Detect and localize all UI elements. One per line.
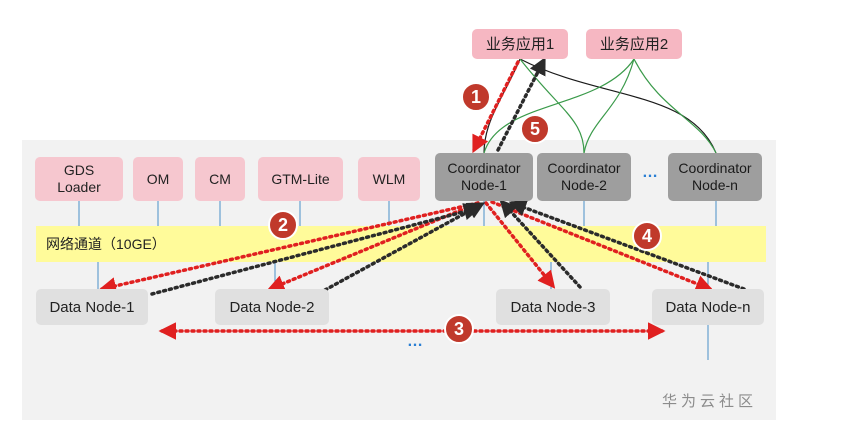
tool-gtm-lite: GTM-Lite [258, 157, 343, 201]
business-app-2: 业务应用2 [586, 29, 682, 59]
data-node-1: Data Node-1 [36, 289, 148, 325]
coordinator-node-2: Coordinator Node-2 [537, 153, 631, 201]
step-4-arrow-from-data-node-3 [499, 199, 582, 289]
data-node-3: Data Node-3 [496, 289, 610, 325]
network-channel-label: 网络通道（10GE） [46, 236, 166, 252]
tool-om: OM [133, 157, 183, 201]
step-1-request-arrow [472, 60, 520, 154]
step-badge-3: 3 [444, 314, 474, 344]
tool-cm: CM [195, 157, 245, 201]
app2-to-coordinator-2-line [583, 58, 635, 154]
data-node-ellipsis: … [407, 333, 424, 350]
tool-wlm: WLM [358, 157, 420, 201]
step-5-response-arrow [496, 56, 546, 152]
step-4-arrow-from-data-node-n [508, 199, 746, 291]
step-2-arrow-data-node-n [490, 200, 714, 292]
coordinator-node-1: Coordinator Node-1 [435, 153, 533, 201]
data-node-n: Data Node-n [652, 289, 764, 325]
business-app-1: 业务应用1 [472, 29, 568, 59]
step-badge-5: 5 [520, 114, 550, 144]
tool-gds-loader: GDS Loader [35, 157, 123, 201]
step-2-arrow-data-node-1 [98, 201, 480, 295]
step-4-arrow-from-data-node-2 [323, 202, 486, 292]
app2-to-coordinator-1-line [483, 58, 635, 154]
step-badge-2: 2 [268, 210, 298, 240]
coordinator-node-n: Coordinator Node-n [668, 153, 762, 201]
coordinator-ellipsis: … [642, 164, 659, 181]
watermark: 华为云社区 [662, 393, 758, 410]
step-4-arrow-from-data-node-1 [150, 203, 482, 296]
step-badge-1: 1 [461, 82, 491, 112]
app1-to-coordinator-n-line [519, 58, 717, 154]
step-badge-4: 4 [632, 221, 662, 251]
app2-to-coordinator-n-line [633, 58, 717, 154]
step-2-arrow-data-node-3 [484, 201, 556, 289]
data-node-2: Data Node-2 [215, 289, 329, 325]
